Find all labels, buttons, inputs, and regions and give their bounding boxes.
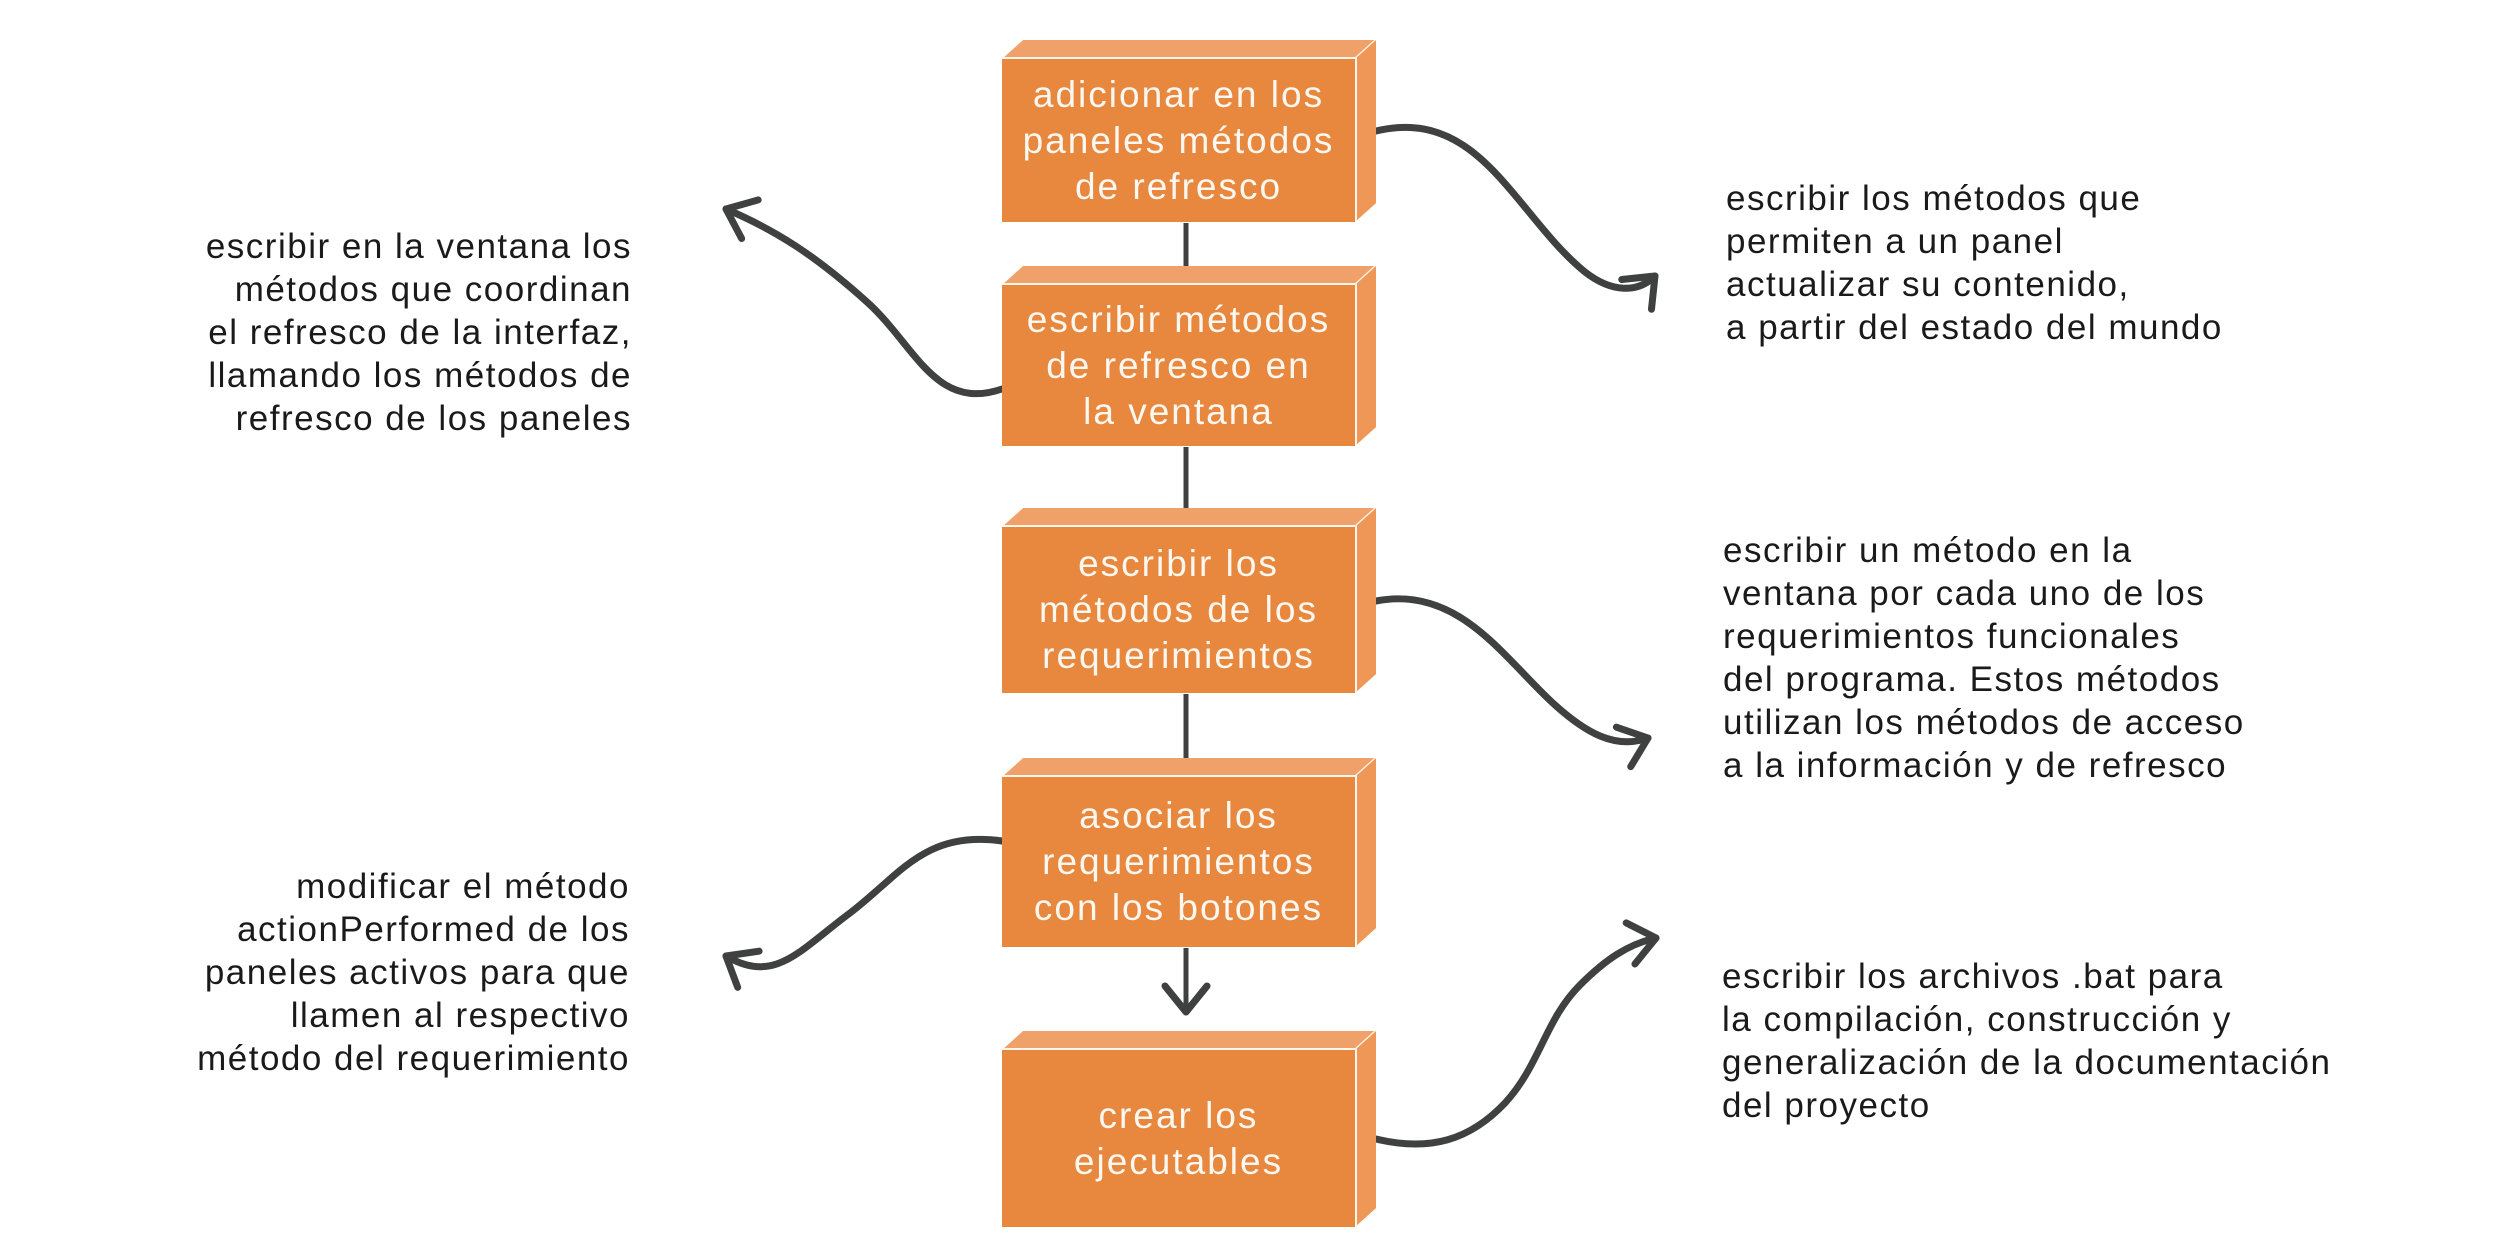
annotation-right-top: escribir los métodos que permiten a un p… [1726, 134, 2223, 349]
step-box-2: escribir métodos de refresco en la venta… [1002, 285, 1355, 446]
annotation-text: escribir los métodos que permiten a un p… [1726, 179, 2223, 347]
curved-arrow-step4-to-left-note [722, 835, 1006, 991]
step-label-5: crear los ejecutables [1073, 1094, 1284, 1182]
annotation-right-middle: escribir un método en la ventana por cad… [1723, 486, 2245, 787]
step-box-4: asociar los requerimientos con los boton… [1002, 777, 1355, 947]
curved-arrow-step1-to-right-note [1372, 123, 1659, 313]
annotation-text: escribir un método en la ventana por cad… [1723, 531, 2245, 785]
annotation-text: escribir en la ventana los métodos que c… [205, 227, 632, 438]
annotation-right-bottom: escribir los archivos .bat para la compi… [1722, 912, 2331, 1127]
curved-arrow-step5-to-right-note [1372, 919, 1660, 1148]
curved-arrow-step2-to-left-note [722, 196, 1006, 398]
curved-arrow-step3-to-right-note [1372, 595, 1652, 771]
step-label-1: adicionar en los paneles métodos de refr… [1022, 73, 1335, 207]
annotation-text: escribir los archivos .bat para la compi… [1722, 957, 2332, 1125]
annotation-text: modificar el método actionPerformed de l… [197, 867, 630, 1078]
step-box-5: crear los ejecutables [1002, 1050, 1355, 1227]
step-label-4: asociar los requerimientos con los boton… [1033, 795, 1324, 928]
annotation-left-bottom: modificar el método actionPerformed de l… [197, 822, 630, 1080]
step-label-3: escribir los métodos de los requerimient… [1039, 543, 1318, 676]
step-label-2: escribir métodos de refresco en la venta… [1026, 298, 1331, 432]
step-box-1: adicionar en los paneles métodos de refr… [1002, 59, 1355, 222]
annotation-left-top: escribir en la ventana los métodos que c… [206, 182, 632, 440]
step-box-3: escribir los métodos de los requerimient… [1002, 527, 1355, 693]
